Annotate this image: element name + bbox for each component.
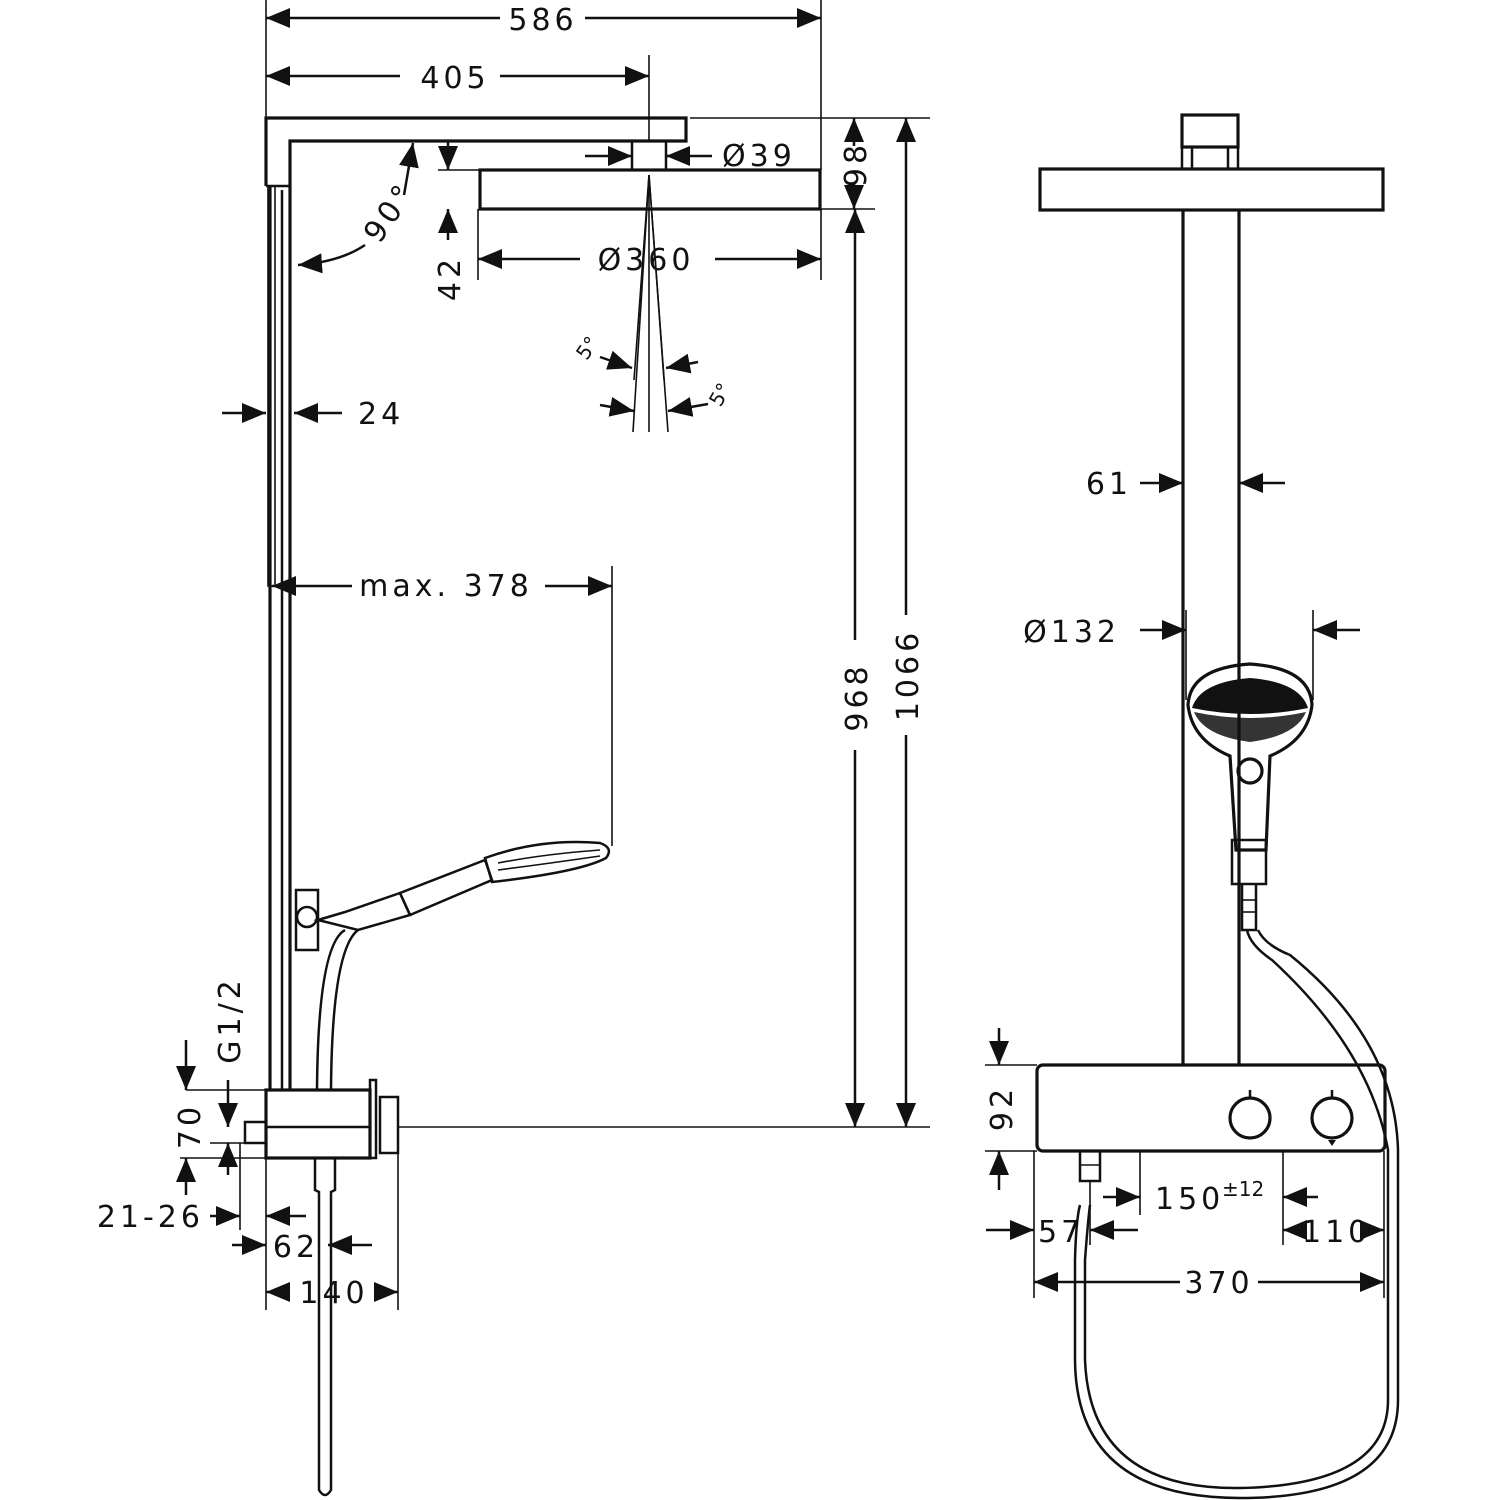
hose-side: [315, 928, 359, 1091]
inlet-stub-front: [1078, 1149, 1102, 1183]
hand-shower-front: [1186, 662, 1314, 932]
dim-mixer-depth: 62: [273, 1230, 319, 1265]
dim-height-to-head: 968: [840, 662, 875, 731]
dim-overall-height: 1066: [891, 629, 926, 721]
flow-knob[interactable]: [1310, 1096, 1354, 1140]
hose-front: [1083, 929, 1390, 1490]
dim-handshower-reach: max. 378: [359, 569, 533, 604]
dim-handshower-diameter: Ø132: [1023, 615, 1120, 650]
dim-spray-angle-left: 5°: [571, 332, 604, 364]
dim-inlet-left-offset: 57: [1038, 1215, 1084, 1250]
dim-plate-thickness: 42: [433, 255, 468, 301]
dim-arm-length: 405: [420, 61, 489, 96]
dim-pipe-width: 61: [1086, 467, 1132, 502]
dim-inlet-tolerance: ±12: [1222, 1177, 1264, 1201]
dim-connector-diameter: Ø39: [722, 139, 796, 174]
arm-connector-front: [1180, 113, 1240, 149]
dim-head-diameter: Ø360: [598, 243, 695, 278]
overhead-arm: [264, 116, 688, 1090]
head-connector: [630, 139, 668, 172]
mixer-side: [243, 1078, 400, 1160]
dim-spray-angle-right: 5°: [704, 379, 736, 411]
dim-arm-angle: 90°: [357, 176, 423, 249]
dim-head-height: 98: [839, 141, 874, 187]
dim-mixer-height: 92: [985, 1085, 1020, 1131]
front-view: 61 Ø132: [985, 113, 1400, 1500]
dim-thread: G1/2: [213, 976, 248, 1064]
dim-inlet-right-offset: 110: [1302, 1215, 1371, 1250]
dim-overall-width: 586: [508, 3, 577, 38]
outlet-pipe-side: [313, 1158, 337, 1497]
dim-wall-gap: 21-26: [97, 1200, 204, 1235]
dim-projection: 140: [299, 1276, 368, 1311]
dim-rail-depth: 24: [358, 397, 404, 432]
side-view: 586 405 Ø39 98 42 Ø360 90° 5° 5°: [97, 0, 930, 1497]
spray-lines: [632, 174, 669, 433]
dim-mixer-width: 370: [1184, 1266, 1253, 1301]
dim-inlet-spacing: 150: [1155, 1182, 1224, 1217]
mixer-front: [1035, 1063, 1387, 1153]
dim-inlet-offset: 70: [173, 1103, 208, 1149]
temperature-knob[interactable]: [1228, 1096, 1272, 1140]
rain-head-front: [1038, 167, 1385, 212]
hand-shower: [313, 840, 611, 932]
